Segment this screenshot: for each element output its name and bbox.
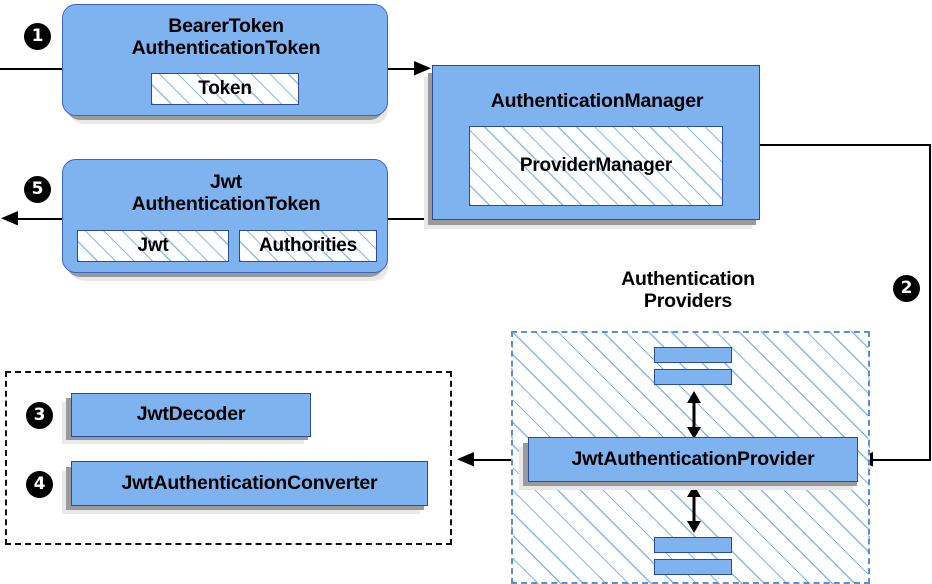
arrowhead-outgoing — [1, 211, 18, 226]
node-jwt-authentication-converter[interactable]: JwtAuthenticationConverter — [71, 461, 428, 506]
node-bearer-token-authentication-token[interactable]: BearerToken AuthenticationToken Token — [62, 4, 388, 116]
double-arrow-bottom — [687, 485, 701, 533]
jwt-authentication-provider-label: JwtAuthenticationProvider — [571, 447, 815, 470]
slot-authorities-label: Authorities — [258, 235, 358, 257]
slot-token: Token — [151, 73, 299, 105]
authentication-manager-title-label: AuthenticationManager — [490, 90, 704, 113]
provider-stub-top-1 — [654, 347, 732, 363]
slot-authorities: Authorities — [239, 230, 377, 262]
slot-provider-manager: ProviderManager — [469, 126, 723, 206]
bearer-token-title-line2: AuthenticationToken — [131, 37, 321, 59]
provider-stub-top-2 — [654, 369, 732, 385]
authentication-providers-caption-line1: Authentication — [621, 268, 755, 291]
group-jwt-support — [5, 371, 452, 545]
step-marker-3: 3 — [27, 403, 52, 428]
connector-manager-right — [758, 144, 931, 146]
connector-provider-to-support — [474, 459, 524, 461]
authentication-manager-title: AuthenticationManager — [433, 90, 761, 114]
connector-bearer-to-manager — [388, 68, 424, 70]
step-marker-4: 4 — [27, 472, 52, 497]
bearer-token-title: BearerToken AuthenticationToken — [63, 12, 389, 64]
jwt-decoder-label: JwtDecoder — [136, 403, 246, 426]
arrowhead-to-support — [457, 452, 474, 467]
connector-manager-down — [929, 144, 931, 460]
step-marker-1-label: 1 — [31, 26, 44, 46]
jwt-authentication-converter-label: JwtAuthenticationConverter — [121, 471, 378, 494]
step-marker-2: 2 — [894, 276, 919, 301]
jwt-token-title: Jwt AuthenticationToken — [63, 168, 389, 220]
authentication-providers-caption-line2: Providers — [643, 290, 733, 312]
connector-incoming-request — [0, 68, 70, 70]
connector-manager-to-jwt-token — [388, 218, 432, 220]
slot-jwt: Jwt — [77, 230, 229, 262]
arrowhead-to-manager — [414, 61, 431, 76]
bearer-token-title-line1: BearerToken — [168, 15, 284, 38]
step-marker-2-label: 2 — [900, 278, 913, 298]
jwt-token-title-line2: AuthenticationToken — [131, 193, 321, 215]
node-authentication-manager[interactable]: AuthenticationManager ProviderManager — [432, 65, 760, 220]
node-jwt-decoder[interactable]: JwtDecoder — [71, 393, 311, 437]
provider-stub-bottom-2 — [654, 559, 732, 575]
jwt-token-title-line1: Jwt — [210, 171, 242, 194]
step-marker-5: 5 — [25, 177, 50, 202]
step-marker-4-label: 4 — [33, 474, 46, 494]
step-marker-3-label: 3 — [33, 405, 46, 425]
slot-token-label: Token — [198, 78, 252, 100]
slot-jwt-label: Jwt — [137, 235, 169, 257]
connector-into-provider — [872, 459, 931, 461]
authentication-providers-caption: Authentication Providers — [560, 268, 816, 314]
step-marker-1: 1 — [25, 24, 50, 49]
double-arrow-top — [687, 391, 701, 439]
connector-outgoing-response — [14, 218, 74, 220]
slot-provider-manager-label: ProviderManager — [519, 155, 673, 177]
node-jwt-authentication-provider[interactable]: JwtAuthenticationProvider — [528, 437, 858, 482]
node-jwt-authentication-token[interactable]: Jwt AuthenticationToken Jwt Authorities — [62, 159, 388, 273]
provider-stub-bottom-1 — [654, 537, 732, 553]
step-marker-5-label: 5 — [31, 179, 44, 199]
